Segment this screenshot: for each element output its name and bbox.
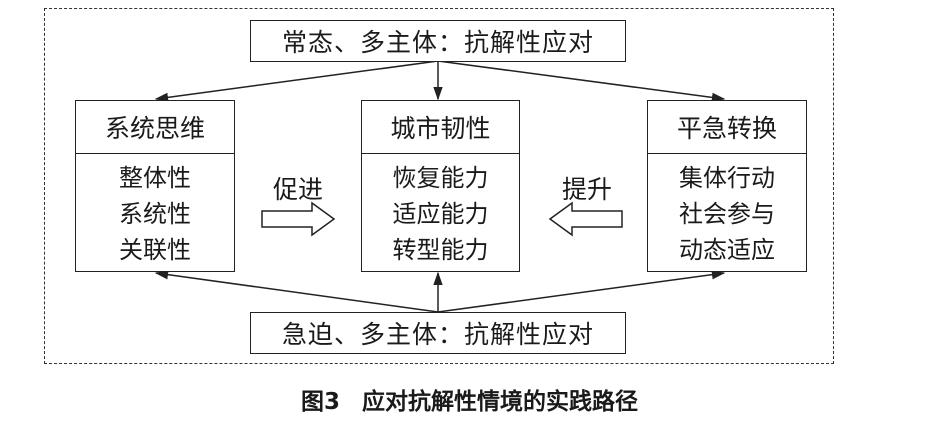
arrow-top-to-right: [437, 60, 726, 103]
bottom-banner: 急迫、多主体：抗解性应对: [250, 312, 626, 354]
column-item: 恢复能力: [392, 164, 489, 192]
column-title: 平急转换: [648, 101, 806, 154]
figure-caption: 图3 应对抗解性情境的实践路径: [0, 382, 939, 416]
column-peace-emergency-switch: 平急转换 集体行动 社会参与 动态适应: [647, 100, 807, 272]
arrow-top-to-left: [154, 60, 439, 103]
arrow-bottom-to-left: [154, 269, 439, 313]
enhance-hollow-arrow: [548, 201, 623, 237]
column-item: 系统性: [119, 200, 191, 228]
promote-label: 促进: [273, 175, 324, 204]
column-systems-thinking: 系统思维 整体性 系统性 关联性: [75, 100, 235, 272]
column-title: 系统思维: [76, 101, 234, 154]
column-item: 动态适应: [679, 236, 775, 264]
figure-number: 图3: [300, 389, 340, 415]
column-item: 适应能力: [392, 200, 489, 228]
column-title: 城市韧性: [362, 101, 519, 154]
column-item: 整体性: [119, 164, 191, 192]
column-item: 转型能力: [392, 236, 489, 264]
dashed-frame: [44, 8, 834, 364]
enhance-label: 提升: [562, 175, 613, 204]
figure-title: 应对抗解性情境的实践路径: [362, 389, 638, 415]
column-item: 集体行动: [679, 164, 775, 192]
column-item: 关联性: [119, 236, 191, 264]
column-urban-resilience: 城市韧性 恢复能力 适应能力 转型能力: [361, 100, 520, 272]
column-item: 社会参与: [679, 200, 775, 228]
promote-hollow-arrow: [261, 201, 336, 237]
arrow-bottom-to-right: [437, 269, 726, 313]
top-banner: 常态、多主体：抗解性应对: [250, 20, 626, 62]
